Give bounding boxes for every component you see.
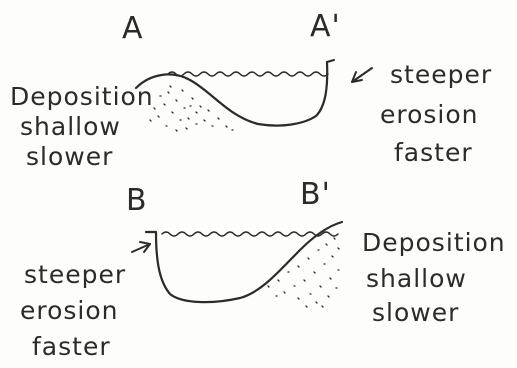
section-b-deposition-dots bbox=[267, 237, 340, 308]
section-b-right-marker: B' bbox=[300, 177, 331, 212]
section-b-right-note-deposition: Deposition bbox=[362, 228, 506, 257]
section-a-left-note-shallow: shallow bbox=[20, 112, 121, 141]
section-a-right-note-erosion: erosion bbox=[380, 100, 479, 129]
section-a-right-marker: A' bbox=[310, 9, 341, 44]
section-a-arrow bbox=[351, 67, 373, 83]
section-b-left-note-faster: faster bbox=[32, 332, 111, 361]
section-b-right-note-shallow: shallow bbox=[366, 264, 467, 293]
section-a-bank-tick bbox=[326, 59, 335, 63]
section-a-channel-bed bbox=[134, 60, 329, 127]
section-b-left-note-steeper: steeper bbox=[24, 260, 127, 289]
section-a-left-marker: A bbox=[122, 11, 144, 46]
section-b-left-note-erosion: erosion bbox=[20, 296, 119, 325]
section-a-right-note-faster: faster bbox=[394, 138, 473, 167]
section-a-drawing bbox=[134, 59, 373, 132]
section-b-channel-bed bbox=[144, 220, 344, 304]
section-a-deposition-dots bbox=[149, 85, 234, 132]
section-b-arrow bbox=[131, 241, 151, 253]
section-a-water-surface bbox=[167, 71, 329, 77]
section-a-left-note-deposition: Deposition bbox=[10, 82, 154, 111]
section-b-water-surface bbox=[161, 231, 339, 237]
section-b-left-marker: B bbox=[126, 183, 148, 218]
section-b-right-note-slower: slower bbox=[372, 298, 460, 327]
section-b-drawing bbox=[131, 220, 344, 308]
section-a-left-note-slower: slower bbox=[26, 142, 114, 171]
section-a-right-note-steeper: steeper bbox=[390, 60, 493, 89]
